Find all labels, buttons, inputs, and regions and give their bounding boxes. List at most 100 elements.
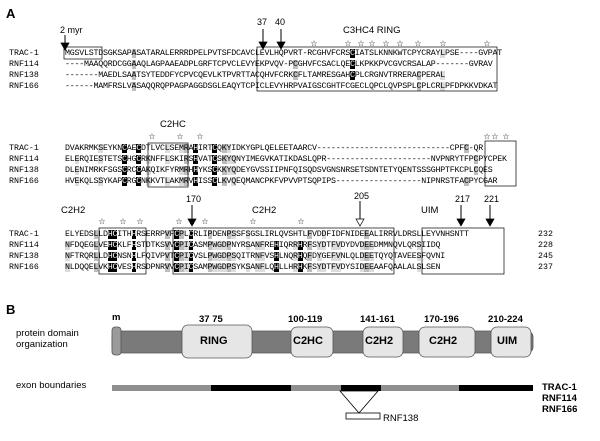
sequence-residues: ELYEDSLLDHCITHHRSERRPVFCPLCRLIPDENPSSFSG… <box>65 230 469 239</box>
c2h2-box-1 <box>98 227 147 275</box>
c2hc-star: ☆ <box>491 132 498 141</box>
ring-range-label: 37 75 <box>199 314 223 325</box>
residue-37-label: 37 <box>257 17 268 27</box>
c2hc-star: ☆ <box>502 132 509 141</box>
ring-star: ☆ <box>396 39 403 48</box>
c2h2-star: ☆ <box>98 217 105 226</box>
sequence-name: RNF166 <box>9 82 39 91</box>
uim-name-label: UIM <box>497 335 518 347</box>
c2h2-box-2 <box>172 227 395 275</box>
c2h2-star: ☆ <box>201 217 208 226</box>
rnf138-insert-wedge <box>339 390 379 414</box>
sequence-name: RNF114 <box>9 60 39 69</box>
legend-rnf166: RNF166 <box>542 404 578 415</box>
exon-1 <box>112 385 211 391</box>
sequence-name: TRAC-1 <box>9 49 39 58</box>
c2hc-box-right <box>484 140 517 187</box>
residue-40-arrow-head <box>276 41 286 50</box>
uim-range-label: 210-224 <box>488 314 523 325</box>
ring-star: ☆ <box>344 39 351 48</box>
c2h2-star: ☆ <box>297 217 304 226</box>
sequence-name: RNF138 <box>9 71 39 80</box>
sequence-residues: NLDQQELVKHCVESHRSDPNRVVCPICSAMPWGDPSYKSA… <box>65 263 441 272</box>
ring-box <box>256 46 498 92</box>
c2h2-first-label: C2H2 <box>61 205 86 216</box>
residue-205-label: 205 <box>354 191 370 201</box>
residue-221-label: 221 <box>484 194 500 204</box>
sequence-residues: ------MAMFRSLVASAQQRQPPAGPAGGDSGLEAQYTCP… <box>65 82 498 91</box>
sequence-name: RNF114 <box>9 155 39 164</box>
myristoylation-m-label: m <box>112 312 121 323</box>
sequence-name: TRAC-1 <box>9 230 39 239</box>
sequence-residues: ELERQIESTETSCHGCRKNFFLSKIRSHVATCSKYQNYIM… <box>65 155 507 164</box>
ring-star: ☆ <box>483 39 490 48</box>
ring-star: ☆ <box>439 39 446 48</box>
sequence-residues: DVAKRMKSEYKNCAECDTLVCLSEMRAHIRTCQKYIDKYG… <box>65 144 483 153</box>
c3hc4-ring-label: C3HC4 RING <box>343 25 401 36</box>
uim-box <box>421 227 505 275</box>
uim-domain <box>490 326 532 358</box>
residue-40-label: 40 <box>275 17 286 27</box>
sequence-name: RNF166 <box>9 263 39 272</box>
c2h2-domain-1 <box>362 326 404 358</box>
residue-217-label: 217 <box>455 194 471 204</box>
c2h2-1-range-label: 141-161 <box>360 314 395 325</box>
ring-domain <box>181 324 253 359</box>
sequence-name: RNF138 <box>9 166 39 175</box>
c2hc-star: ☆ <box>196 132 203 141</box>
c2h2-star: ☆ <box>175 217 182 226</box>
c2hc-name-label: C2HC <box>293 335 323 347</box>
c2h2-domain-2 <box>418 326 476 358</box>
sequence-length: 237 <box>538 263 553 272</box>
legend-rnf114: RNF114 <box>542 393 577 404</box>
panel-a-label: A <box>6 6 16 21</box>
c2hc-range-label: 100-119 <box>288 314 323 325</box>
uim-label: UIM <box>421 205 439 216</box>
myr-region <box>111 326 122 356</box>
c2h2-star: ☆ <box>188 217 195 226</box>
sequence-residues: DLENIMRKFSGSCRCCAKQIKFYRMRHHYKSCKKYQDEYG… <box>65 166 493 175</box>
sequence-name: RNF166 <box>9 177 39 186</box>
c2h2-star: ☆ <box>119 217 126 226</box>
exon-2 <box>211 385 291 391</box>
c2h2-2-range-label: 170-196 <box>424 314 459 325</box>
panel-b-label: B <box>6 302 16 317</box>
ring-star: ☆ <box>277 39 284 48</box>
c2hc-label: C2HC <box>160 119 186 130</box>
rnf138-insert-exon <box>345 412 381 420</box>
c2h2-star: ☆ <box>136 217 143 226</box>
ring-star: ☆ <box>414 39 421 48</box>
sequence-name: RNF138 <box>9 252 39 261</box>
ring-star: ☆ <box>368 39 375 48</box>
legend-trac1: TRAC-1 <box>542 382 577 393</box>
ring-name-label: RING <box>200 335 228 347</box>
c2hc-domain <box>290 326 334 358</box>
residue-170-arrow-head <box>187 218 197 227</box>
residue-170-label: 170 <box>186 194 202 204</box>
c2hc-star: ☆ <box>148 132 155 141</box>
c2hc-box-left <box>147 142 189 188</box>
c2h2-second-label: C2H2 <box>252 205 277 216</box>
sequence-length: 228 <box>538 241 553 250</box>
sequence-residues: NFTRQRLLDHCNSNHLFQIVPVTCPICVSLPWGDPSQITR… <box>65 252 445 261</box>
myr-label: 2 myr <box>60 25 83 35</box>
c2h2-star: ☆ <box>249 217 256 226</box>
exon-4 <box>341 385 381 391</box>
c2h2-2-name-label: C2H2 <box>429 335 458 347</box>
exon-3 <box>291 385 341 391</box>
sequence-residues: MGSVLSTDSGKSAPASATARALERRRDPELPVTSFDCAVC… <box>65 49 502 58</box>
c2h2-1-name-label: C2H2 <box>365 335 394 347</box>
exon-5 <box>381 385 459 391</box>
residue-205-arrow-head <box>355 218 365 227</box>
sequence-residues: -------MAEDLSAATSYTEDDFYCPVCQEVLKTPVRTTA… <box>65 71 445 80</box>
exon-6 <box>459 385 533 391</box>
sequence-residues: ----MAAQQRDCGGAAQLAGPAAEADPLGRFTCPVCLEVY… <box>65 60 493 69</box>
sequence-name: RNF114 <box>9 241 39 250</box>
residue-221-arrow-head <box>485 218 495 227</box>
protein-domain-organization-label: protein domain organization <box>16 328 79 350</box>
sequence-length: 232 <box>538 230 553 239</box>
rnf138-insert-label: RNF138 <box>383 413 419 424</box>
ring-star: ☆ <box>259 39 266 48</box>
